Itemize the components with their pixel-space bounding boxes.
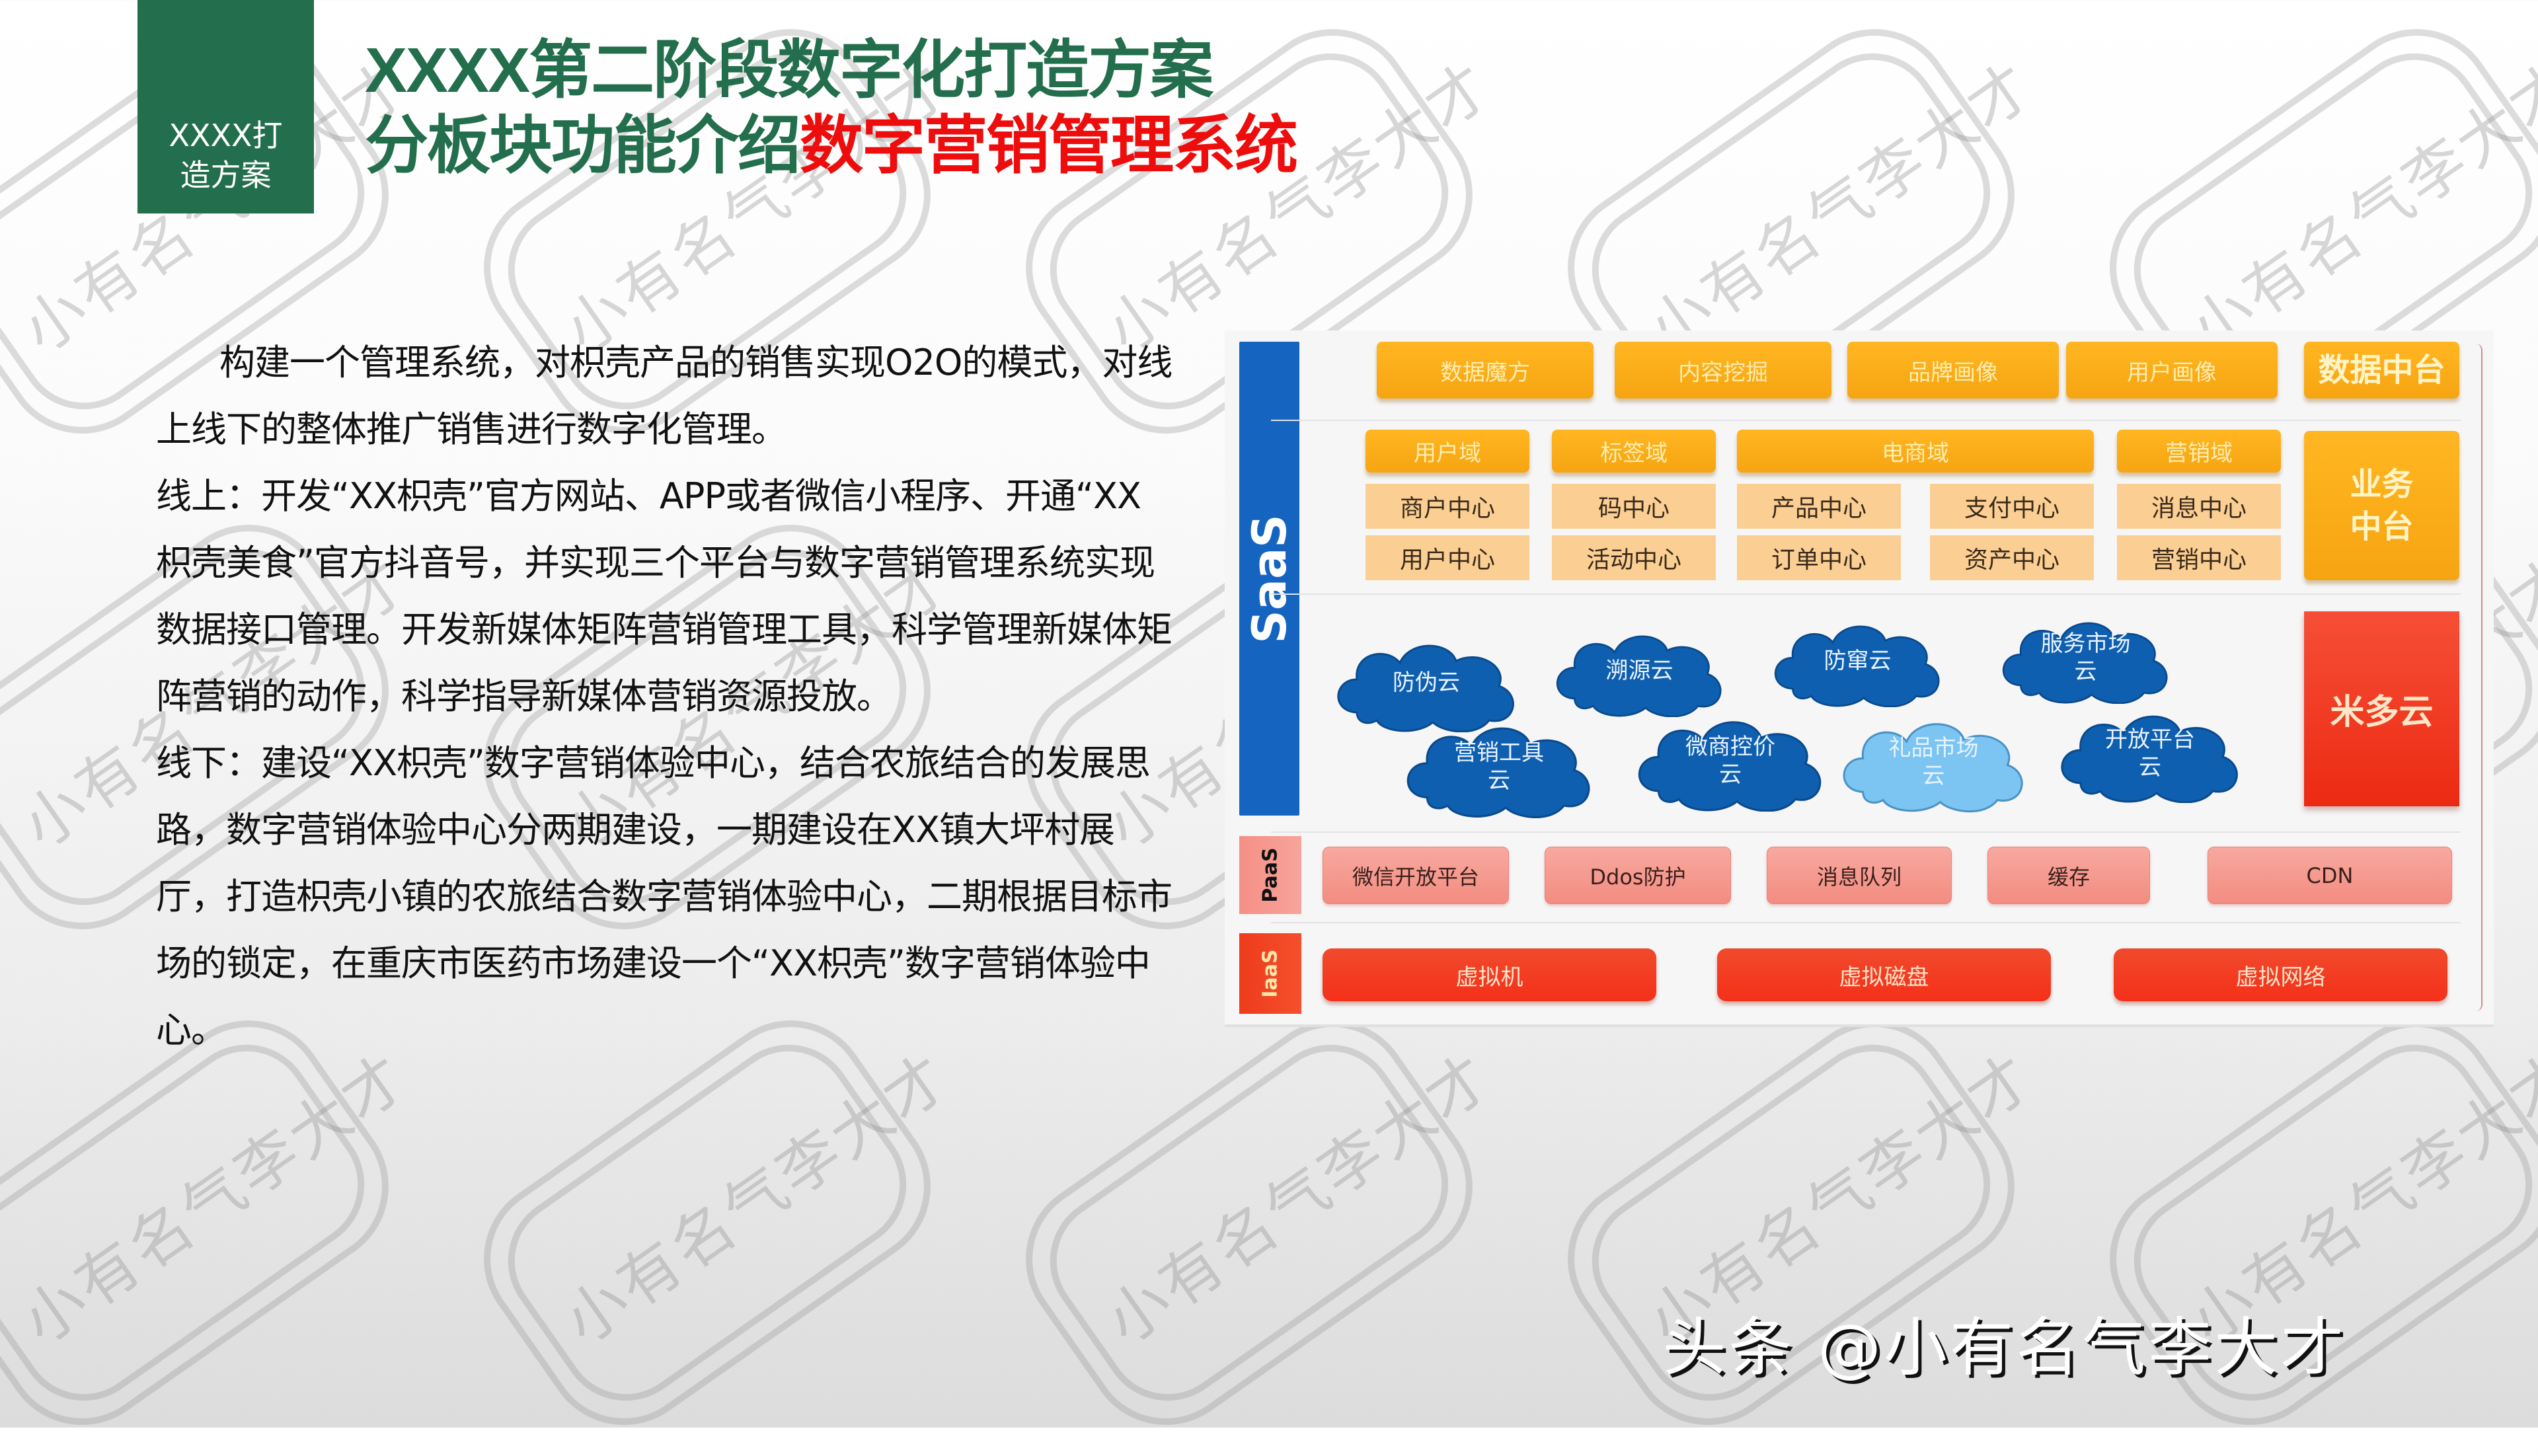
title-line2: 分板块功能介绍数字营销管理系统	[365, 108, 1298, 184]
business-middle-platform: 业务 中台	[2304, 431, 2459, 580]
center-box: 消息中心	[2117, 484, 2281, 529]
domain-box: 用户域	[1365, 430, 1529, 473]
cloud-gift-market: 礼品市场云	[1836, 710, 2031, 813]
center-box: 支付中心	[1930, 484, 2094, 529]
paas-item: 缓存	[1987, 847, 2150, 904]
page-title: XXXX第二阶段数字化打造方案 分板块功能介绍数字营销管理系统	[365, 33, 1298, 184]
cloud-anti-diversion: 防窜云	[1763, 615, 1952, 707]
center-box: 商户中心	[1365, 484, 1529, 529]
cloud-service-market: 服务市场云	[1991, 611, 2180, 704]
cloud-icon	[2002, 622, 2168, 704]
cloud-icon	[1638, 721, 1822, 812]
title-line1: XXXX第二阶段数字化打造方案	[365, 35, 1213, 106]
paragraph-intro: 构建一个管理系统，对枳壳产品的销售实现O2O的模式，对线上线下的整体推广销售进行…	[156, 342, 1173, 450]
data-box: 品牌画像	[1847, 342, 2059, 399]
body-text: 构建一个管理系统，对枳壳产品的销售实现O2O的模式，对线上线下的整体推广销售进行…	[156, 329, 1174, 1063]
cloud-open-platform: 开放平台云	[2054, 704, 2246, 803]
title-line2-green: 分板块功能介绍	[365, 110, 801, 181]
architecture-diagram: SaaS 数据魔方 内容挖掘 品牌画像 用户画像 数据中台 用户域 标签域 电商…	[1225, 330, 2494, 1027]
cloud-icon	[2061, 715, 2238, 803]
iaas-layer-label: IaaS	[1239, 933, 1301, 1014]
paas-item: Ddos防护	[1545, 847, 1731, 904]
paragraph-online: 线上：开发“XX枳壳”官方网站、APP或者微信小程序、开通“XX枳壳美食”官方抖…	[156, 475, 1173, 717]
cloud-icon	[1556, 635, 1722, 717]
iaas-item: 虚拟磁盘	[1717, 948, 2051, 1001]
cloud-icon	[1406, 727, 1590, 819]
data-box: 用户画像	[2066, 342, 2278, 399]
iaas-item: 虚拟机	[1323, 948, 1656, 1001]
data-box: 内容挖掘	[1615, 342, 1831, 399]
section-tab-line2: 造方案	[180, 157, 272, 193]
divider	[1271, 922, 2461, 923]
domain-box: 营销域	[2117, 430, 2281, 473]
cloud-icon	[1843, 723, 2023, 813]
paragraph-offline: 线下：建设“XX枳壳”数字营销体验中心，结合农旅结合的发展思路，数字营销体验中心…	[156, 742, 1173, 1051]
center-box: 产品中心	[1737, 484, 1901, 529]
data-middle-platform: 数据中台	[2304, 342, 2459, 399]
paas-item: 微信开放平台	[1323, 847, 1509, 904]
source-credit: 头条 @小有名气李大才	[1662, 1311, 2346, 1385]
cloud-price-control: 微商控价云	[1631, 709, 1829, 812]
domain-box: 标签域	[1552, 430, 1716, 473]
iaas-item: 虚拟网络	[2114, 948, 2447, 1001]
center-box: 码中心	[1552, 484, 1716, 529]
paas-item: 消息队列	[1767, 847, 1952, 904]
center-box: 订单中心	[1737, 535, 1901, 580]
domain-box: 电商域	[1737, 430, 2094, 473]
cloud-marketing-tools: 营销工具云	[1400, 714, 1598, 820]
cloud-icon	[1337, 644, 1514, 732]
saas-layer-label: SaaS	[1239, 342, 1299, 816]
center-box: 用户中心	[1365, 535, 1529, 580]
paas-item: CDN	[2208, 847, 2452, 904]
title-line2-red: 数字营销管理系统	[800, 110, 1298, 181]
section-tab: XXXX打 造方案	[137, 0, 314, 213]
data-box: 数据魔方	[1377, 342, 1594, 399]
paas-layer-label: PaaS	[1239, 836, 1301, 914]
center-box: 活动中心	[1552, 535, 1716, 580]
center-box: 资产中心	[1930, 535, 2094, 580]
cloud-anti-counterfeit: 防伪云	[1330, 633, 1522, 732]
divider	[1271, 420, 2461, 421]
cloud-icon	[1774, 625, 1940, 707]
center-box: 营销中心	[2117, 535, 2281, 580]
divider	[1271, 831, 2461, 833]
midocloud-label: 米多云	[2304, 611, 2459, 806]
section-tab-line1: XXXX打	[169, 118, 283, 153]
bracket-line	[2476, 344, 2482, 1011]
cloud-traceability: 溯源云	[1545, 625, 1734, 717]
divider	[1271, 594, 2461, 595]
